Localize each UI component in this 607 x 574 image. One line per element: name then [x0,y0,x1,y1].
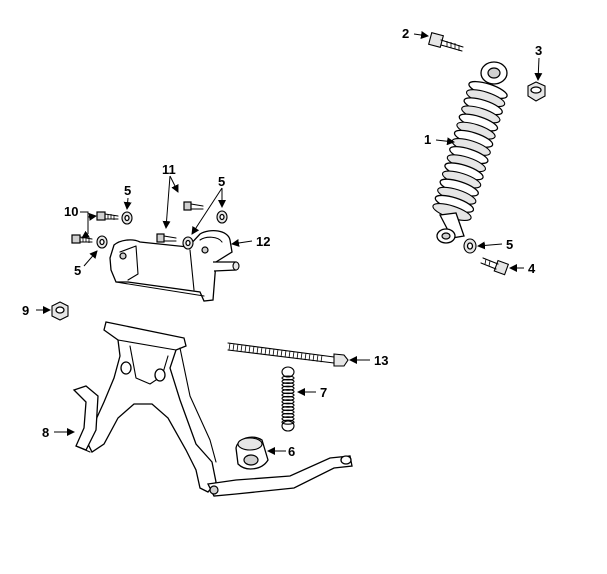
callout-12: 12 [256,234,270,249]
return-spring-coil [281,406,295,412]
bolt-part-4 [480,257,510,276]
return-spring-coil [281,412,295,418]
main-stand-part-8 [72,321,353,497]
bolt-part-10-lower [71,234,93,244]
return-spring-part-7 [281,366,295,432]
return-spring-coil [281,378,295,384]
washer-part-5-c [216,210,228,224]
bolt-thread [320,355,323,363]
bolt-thread [304,353,307,361]
long-bolt-part-13 [227,342,349,367]
callout-7: 7 [320,385,327,400]
callout-11: 11 [162,162,176,177]
return-spring-coil [281,382,295,388]
return-spring-coil [281,402,295,408]
bolt-thread [228,342,231,351]
bolt-thread [264,347,267,355]
callout-5-right: 5 [506,237,513,252]
return-spring-coil [281,385,295,391]
nut-part-9 [51,301,69,321]
shock-absorber [432,61,508,244]
callout-9: 9 [22,303,29,318]
callout-labels: 2 3 1 5 4 10 5 5 11 5 12 9 13 7 6 8 [22,26,542,459]
bolt-thread [236,344,239,352]
bolt-part-2 [427,31,464,52]
washer-part-5-d [182,236,194,250]
bolt-thread [292,351,295,359]
bolt-thread [260,347,263,355]
bolt-thread [244,345,247,353]
bolt-thread [300,352,303,360]
callout-3: 3 [535,43,542,58]
bolt-thread [288,350,291,359]
return-spring-coil [281,392,295,398]
bolt-thread [256,346,259,354]
callout-2: 2 [402,26,409,41]
bolt-thread [252,346,255,354]
callout-13: 13 [374,353,388,368]
callout-5-lower-left: 5 [74,263,81,278]
bolt-thread [312,354,315,362]
bolt-thread [276,349,279,357]
callout-8: 8 [42,425,49,440]
bolt-thread [308,353,311,361]
washer-part-5-b [96,235,108,249]
return-spring-coil [281,409,295,415]
callout-1: 1 [424,132,431,147]
bolt-thread [272,348,275,356]
callout-6: 6 [288,444,295,459]
callout-5-upper-left: 5 [124,183,131,198]
washer-part-5-a [121,211,133,225]
bolt-thread [284,350,287,358]
bolt-thread [280,349,283,357]
rubber-stopper-part-6 [235,436,269,470]
stand-bracket-part-12 [109,229,240,302]
return-spring-coil [281,419,295,425]
bolt-part-10-upper [96,211,119,221]
washer-part-5-right [463,238,477,254]
bolt-thread [248,345,251,353]
callout-4: 4 [528,261,536,276]
bolt-thread [316,354,319,362]
bolt-part-11-lower [156,233,177,243]
bolt-thread [268,348,271,356]
return-spring-coil [281,399,295,405]
callout-10: 10 [64,204,78,219]
callout-leaders [36,31,543,455]
return-spring-coil [281,389,295,395]
return-spring-coil [281,395,295,401]
callout-5-bracket: 5 [218,174,225,189]
bolt-thread [240,344,243,352]
return-spring-coil [281,375,295,381]
bolt-part-11-upper [183,201,204,211]
nut-part-3 [527,81,546,102]
bolt-thread [232,343,235,351]
bolt-thread [296,351,299,360]
